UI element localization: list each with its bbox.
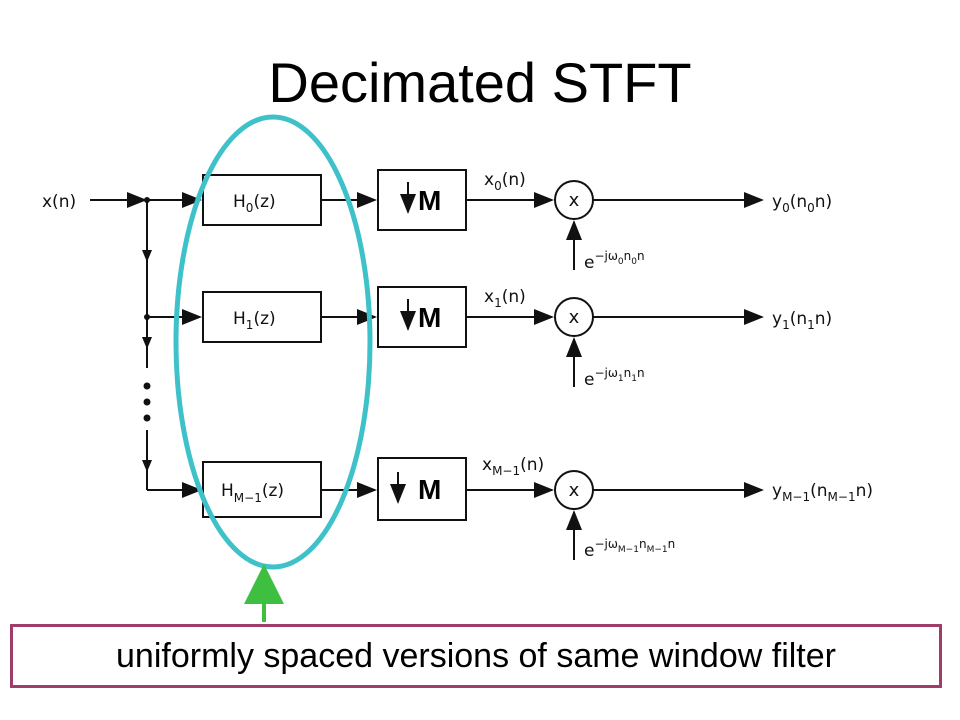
x-out-label-m-1: xM−1(n) <box>482 455 544 478</box>
decimator-label-m-1: M <box>418 474 441 505</box>
x-out-label-0: x0(n) <box>484 170 526 193</box>
modulator-label-1: e−jω1n1n <box>584 366 645 390</box>
multiplier-symbol-1: x <box>569 307 580 328</box>
decimator-label-1: M <box>418 302 441 333</box>
filter-box-m-1 <box>202 461 322 518</box>
x-out-label-1: x1(n) <box>484 287 526 310</box>
channel-1: H1(z) M x1(n) x e−jω1n1n y1(n1n) <box>147 286 832 390</box>
caption-text: uniformly spaced versions of same window… <box>116 636 836 675</box>
caption-box: uniformly spaced versions of same window… <box>10 624 942 688</box>
y-out-label-m-1: yM−1(nM−1n) <box>772 481 873 504</box>
ellipsis-dot <box>143 414 151 422</box>
filter-label-0: H0(z) <box>233 192 276 215</box>
multiplier-symbol-0: x <box>569 190 580 211</box>
filter-box-1 <box>202 291 322 343</box>
ellipsis-dot <box>143 398 151 406</box>
channel-m-1: HM−1(z) M xM−1(n) x e−jωM−1nM−1n yM−1(nM… <box>147 455 873 561</box>
ellipsis-dot <box>143 382 151 390</box>
y-out-label-0: y0(n0n) <box>772 192 832 215</box>
decimator-box-0 <box>377 169 467 231</box>
trunk-arrow <box>142 337 152 349</box>
decimator-label-0: M <box>418 185 441 216</box>
trunk-arrow <box>142 460 152 472</box>
filter-label-1: H1(z) <box>233 309 276 332</box>
filter-label-m-1: HM−1(z) <box>221 481 284 505</box>
multiplier-symbol-m-1: x <box>569 480 580 501</box>
decimator-box-1 <box>377 286 467 348</box>
input-label: x(n) <box>42 192 76 212</box>
slide-title: Decimated STFT <box>268 51 692 114</box>
modulator-label-m-1: e−jωM−1nM−1n <box>584 537 675 561</box>
y-out-label-1: y1(n1n) <box>772 309 832 332</box>
trunk-arrow <box>142 250 152 262</box>
channel-0: H0(z) M x0(n) x e−jω0n0n y0(n0n) <box>147 169 832 273</box>
modulator-label-0: e−jω0n0n <box>584 249 645 273</box>
